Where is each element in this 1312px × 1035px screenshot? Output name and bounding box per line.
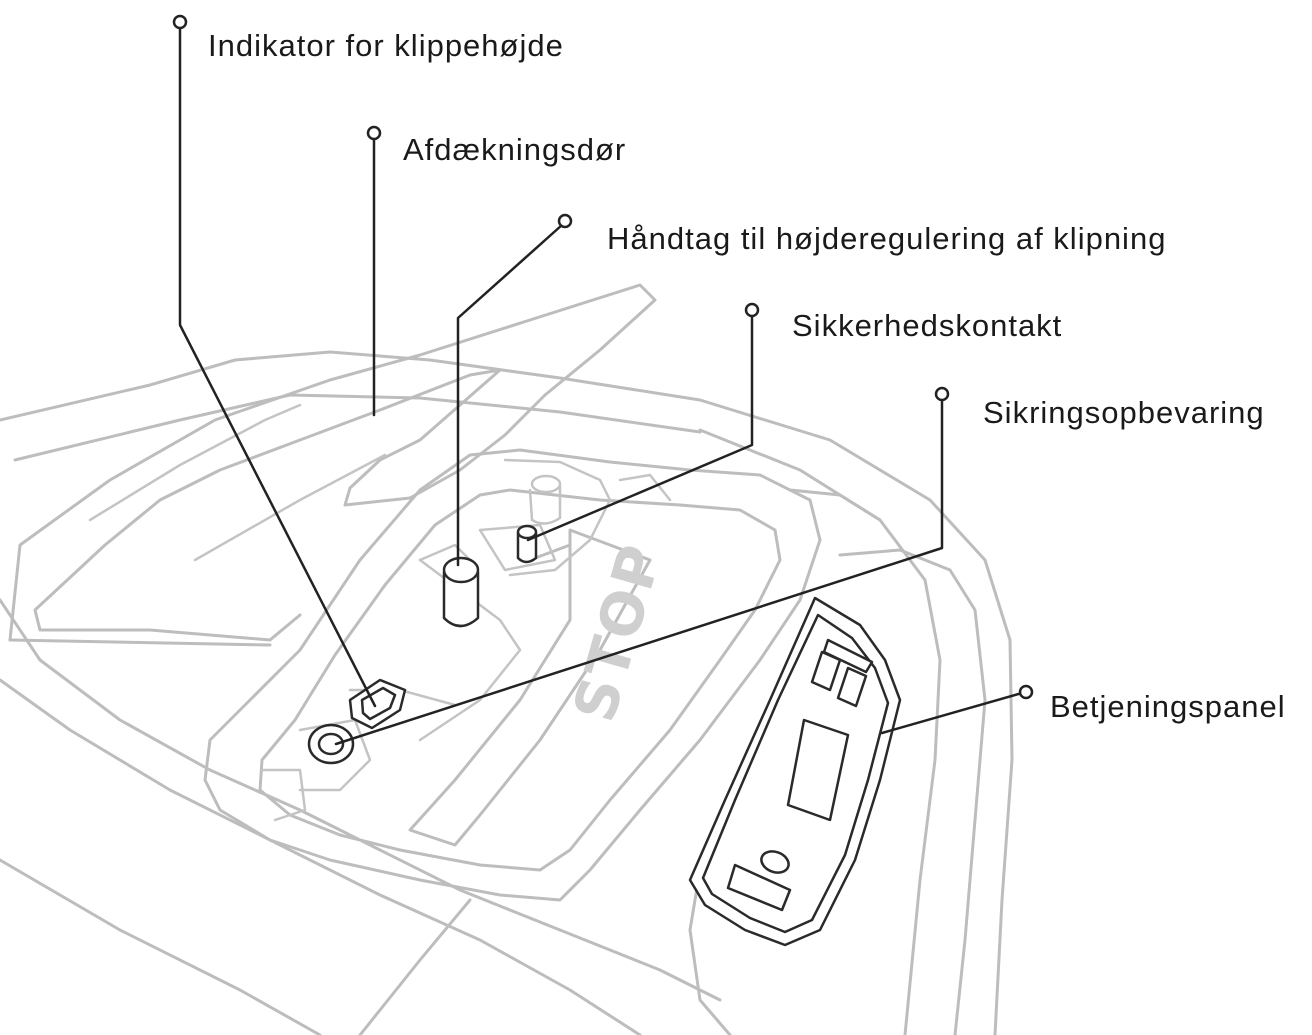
stop-button-lettering: STOP bbox=[560, 536, 675, 729]
label-safety-switch: Sikkerhedskontakt bbox=[792, 308, 1062, 343]
label-cutting-height-indicator: Indikator for klippehøjde bbox=[208, 28, 564, 63]
stop-text: STOP bbox=[560, 536, 675, 729]
label-height-adjust-knob: Håndtag til højderegulering af klipning bbox=[607, 221, 1166, 256]
label-cover-door: Afdækningsdør bbox=[403, 132, 626, 167]
safety-switch-shape bbox=[518, 476, 560, 562]
cutting-height-indicator-window bbox=[350, 680, 405, 728]
height-adjust-knob-shape bbox=[444, 558, 478, 626]
control-panel-shape bbox=[690, 598, 900, 945]
label-control-panel: Betjeningspanel bbox=[1050, 689, 1286, 724]
fuse-storage-shape bbox=[309, 725, 353, 763]
label-fuse-storage: Sikringsopbevaring bbox=[983, 395, 1265, 430]
